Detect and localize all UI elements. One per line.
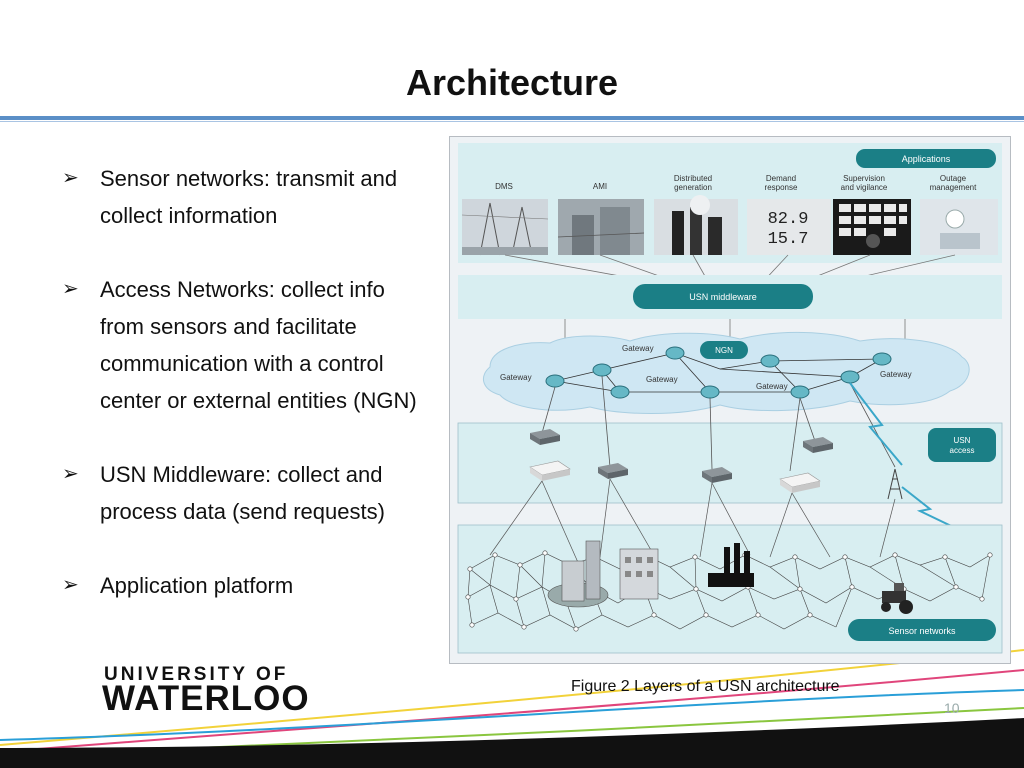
wireless-link-icon [849, 382, 903, 466]
bullet-line: communication with a control [100, 351, 384, 376]
usn-access-pill [928, 428, 996, 462]
tractor-icon [881, 583, 913, 614]
gateway-label: Gateway [622, 344, 654, 353]
bullet-line: Sensor networks: transmit and [100, 166, 398, 191]
bullet-application-platform: ➢ Application platform [62, 567, 462, 604]
gateway-node [545, 374, 565, 388]
middleware-label: USN middleware [689, 292, 757, 302]
app-label-management: management [930, 183, 977, 192]
access-switch-icon [779, 472, 821, 493]
factory-building-icon [619, 548, 659, 600]
sensor-networks-pill [848, 619, 996, 641]
arrow-bullet-icon: ➢ [62, 463, 79, 485]
arrow-bullet-icon: ➢ [62, 167, 79, 189]
app-photo-supervision [833, 199, 911, 255]
gateway-label: Gateway [646, 375, 678, 384]
bullet-line: USN Middleware: collect and [100, 462, 383, 487]
bullet-list: ➢ Sensor networks: transmit and collect … [62, 160, 462, 641]
middleware-pill [633, 284, 813, 309]
network-node [592, 363, 612, 377]
sensor-networks-label: Sensor networks [888, 626, 956, 636]
access-router-icon [598, 463, 628, 479]
app-label-supervision: Supervision [843, 174, 885, 183]
network-node [700, 385, 720, 399]
applications-label: Applications [902, 154, 951, 164]
university-logo-line1: UNIVERSITY OF [104, 664, 289, 685]
access-router-icon [803, 437, 833, 453]
gateway-node [840, 370, 860, 384]
usn-architecture-figure: Applications DMS AMI Distributed generat… [449, 136, 1011, 664]
meter-reading-2: 15.7 [768, 230, 809, 249]
bullet-line: process data (send requests) [100, 499, 385, 524]
network-node [760, 354, 780, 368]
bullet-line: Access Networks: collect info [100, 277, 385, 302]
gateway-label: Gateway [500, 373, 532, 382]
gateway-label: Gateway [880, 370, 912, 379]
access-switch-icon [529, 460, 571, 481]
app-label-distributed: Distributed [674, 174, 712, 183]
access-router-icon [530, 429, 560, 445]
app-label-generation: generation [674, 183, 712, 192]
network-node [610, 385, 630, 399]
slide-title: Architecture [405, 62, 619, 103]
applications-pill [856, 149, 996, 168]
usn-diagram: Applications DMS AMI Distributed generat… [457, 143, 1003, 654]
page-number: 10 [944, 700, 960, 716]
app-label-demand: Demand [766, 174, 796, 183]
arrow-bullet-icon: ➢ [62, 574, 79, 596]
app-photo-demand-response: 82.9 15.7 [747, 199, 831, 255]
app-label-ami: AMI [593, 182, 607, 191]
arrow-bullet-icon: ➢ [62, 278, 79, 300]
network-node [872, 352, 892, 366]
ngn-label: NGN [715, 346, 733, 355]
app-label-dms: DMS [495, 182, 513, 191]
app-photo-dms [461, 199, 549, 256]
app-label-response: response [765, 183, 798, 192]
bullet-access-networks: ➢ Access Networks: collect info from sen… [62, 271, 462, 419]
figure-caption: Figure 2 Layers of a USN architecture [571, 678, 840, 695]
bullet-line: collect information [100, 203, 278, 228]
app-photo-ami [557, 199, 645, 255]
bullet-line: Application platform [100, 573, 294, 598]
gateway-node [790, 385, 810, 399]
meter-reading-1: 82.9 [768, 210, 809, 229]
bullet-usn-middleware: ➢ USN Middleware: collect and process da… [62, 456, 462, 530]
access-router-icon [702, 467, 732, 483]
app-label-vigilance: and vigilance [841, 183, 888, 192]
radio-tower-icon [887, 468, 903, 500]
app-label-outage: Outage [940, 174, 967, 183]
ngn-cloud [482, 331, 970, 414]
ngn-pill [700, 341, 748, 359]
bullet-line: center or external entities (NGN) [100, 388, 417, 413]
bullet-line: from sensors and facilitate [100, 314, 357, 339]
power-plant-icon [708, 543, 754, 587]
title-divider [0, 116, 1024, 120]
app-photo-distributed-generation [654, 195, 738, 255]
app-photo-outage [920, 199, 998, 255]
bullet-sensor-networks: ➢ Sensor networks: transmit and collect … [62, 160, 462, 234]
wireless-link-icon [901, 486, 971, 536]
title-divider-thin [0, 121, 1024, 122]
building-icon [547, 540, 609, 608]
gateway-node [665, 346, 685, 360]
university-logo-line2: WATERLOO [102, 679, 310, 718]
usn-access-label-2: access [950, 446, 975, 455]
gateway-label: Gateway [756, 382, 788, 391]
usn-access-label-1: USN [954, 436, 971, 445]
